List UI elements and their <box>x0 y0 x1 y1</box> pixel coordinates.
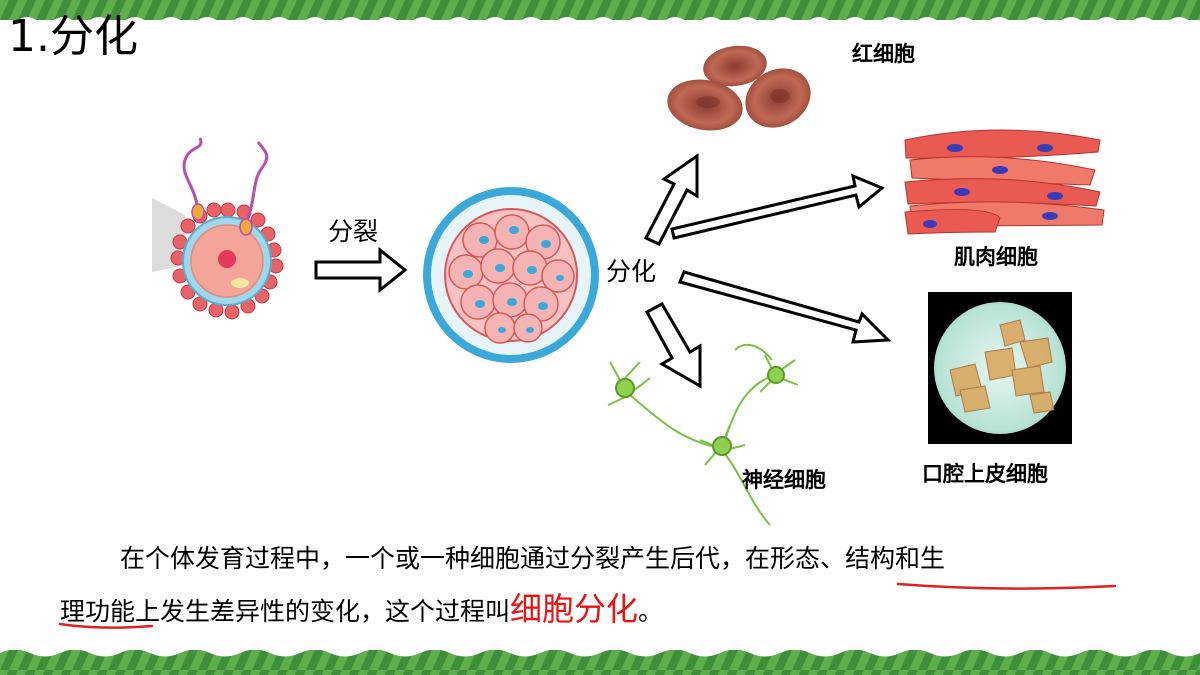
multicellular-embryo-illustration <box>423 187 599 363</box>
arrow-to-muscle-cell <box>670 173 885 240</box>
paragraph-text-1: 在个体发育过程中，一个或一种细胞通过分裂产生后代， <box>120 544 746 573</box>
division-arrow <box>314 246 408 294</box>
arrow-to-nerve-cell <box>644 301 702 389</box>
paragraph-text-2: 上发生差异性的变化，这个过程叫 <box>135 597 511 626</box>
bottom-decorative-bar <box>0 650 1200 675</box>
division-label: 分裂 <box>328 217 379 246</box>
red-blood-cell-label: 红细胞 <box>852 42 915 66</box>
slide-title: 1.分化 <box>8 11 138 62</box>
muscle-cell-label: 肌肉细胞 <box>954 245 1038 269</box>
epithelial-cell-label: 口腔上皮细胞 <box>922 462 1048 486</box>
cell-differentiation-highlight: 细胞分化 <box>510 590 639 628</box>
top-decorative-bar <box>0 0 1200 20</box>
differentiation-diagram <box>152 45 1105 526</box>
arrow-to-red-blood-cell <box>643 153 699 246</box>
nerve-cell-label: 神经细胞 <box>742 468 826 492</box>
paragraph-end: 。 <box>638 597 664 626</box>
epithelial-cell-microscope-illustration <box>928 292 1072 444</box>
paragraph-underlined-2: 理功能 <box>60 597 136 626</box>
nerve-cell-illustration <box>607 343 799 526</box>
paragraph-underlined-1: 在形态、结构和生 <box>745 544 946 573</box>
muscle-cell-illustration <box>904 129 1105 235</box>
fertilized-egg-illustration <box>152 137 284 320</box>
red-blood-cell-illustration <box>667 45 811 131</box>
arrow-to-epithelial-cell <box>677 270 892 344</box>
differentiation-label: 分化 <box>606 257 657 286</box>
definition-paragraph: 在个体发育过程中，一个或一种细胞通过分裂产生后代，在形态、结构和生 理功能上发生… <box>60 534 1140 637</box>
